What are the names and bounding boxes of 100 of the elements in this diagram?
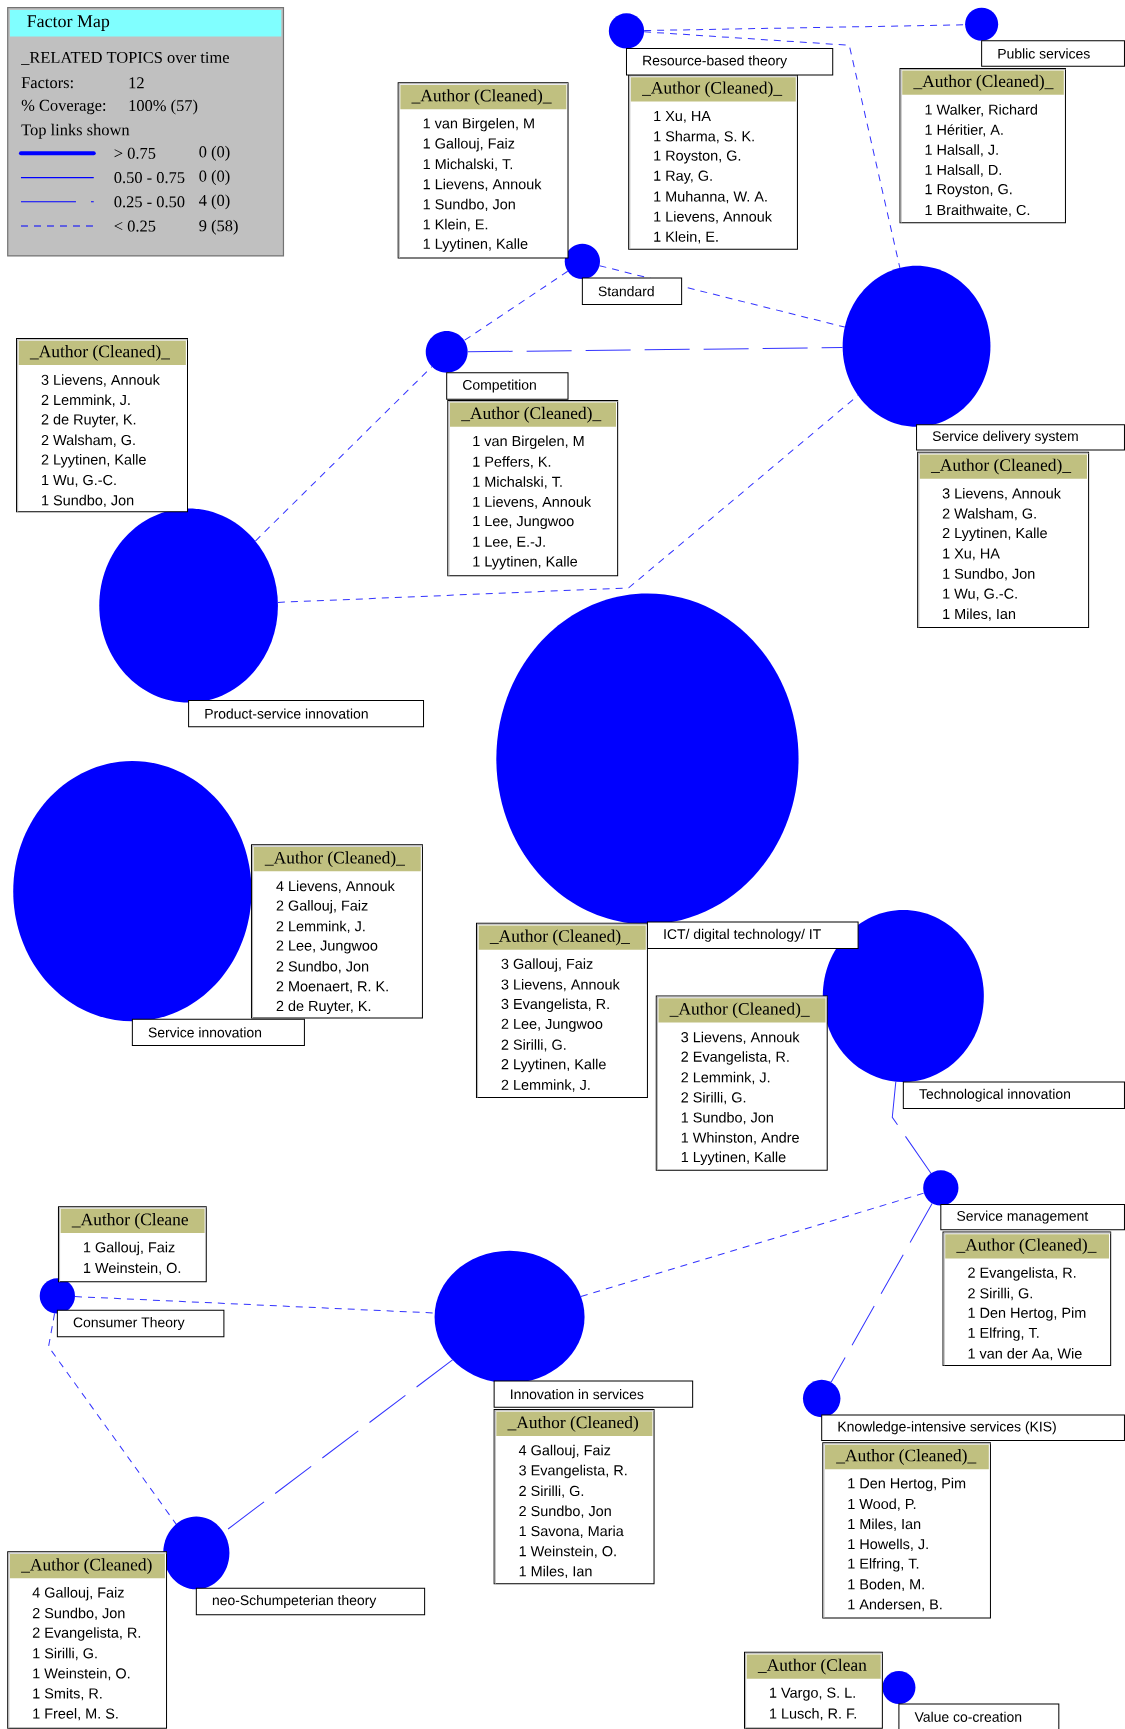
author-entry: 1 Miles, Ian bbox=[848, 1518, 921, 1531]
author-entry: 1 Gallouj, Faiz bbox=[84, 1241, 175, 1256]
author-entry: 1 van der Aa, Wie bbox=[968, 1348, 1082, 1361]
table-heading: _Author (Cleaned) bbox=[9, 1554, 165, 1579]
connector-line bbox=[580, 1192, 925, 1297]
author-table bbox=[397, 82, 569, 259]
author-entry: 1 Royston, G. bbox=[654, 150, 741, 164]
connector-line bbox=[643, 24, 966, 32]
author-entry: 1 Freel, M. S. bbox=[33, 1708, 118, 1721]
author-entry: 1 Royston, G. bbox=[925, 184, 1012, 198]
topic-label: Value co-creation bbox=[898, 1703, 1060, 1729]
author-entry: 1 Weinstein, O. bbox=[84, 1262, 181, 1275]
author-entry: 1 van Birgelen, M bbox=[423, 117, 534, 132]
legend-value: 9 (58) bbox=[199, 219, 238, 235]
topic-circle bbox=[802, 1379, 841, 1418]
connector-line bbox=[891, 1081, 932, 1174]
author-entry: 1 Peffers, K. bbox=[473, 456, 551, 469]
connector-line bbox=[643, 31, 901, 269]
author-entry: 4 Lievens, Annouk bbox=[276, 880, 395, 893]
author-entry: 1 Sundbo, Jon bbox=[423, 198, 515, 212]
topic-circle bbox=[564, 243, 600, 280]
author-entry: 1 Michalski, T. bbox=[473, 476, 562, 489]
topic-label: Competition bbox=[446, 372, 569, 400]
author-entry: 1 Muhanna, W. A. bbox=[654, 191, 767, 204]
author-entry: 2 Sirilli, G. bbox=[681, 1091, 746, 1105]
topic-label: Public services bbox=[981, 40, 1125, 67]
author-entry: 2 Sundbo, Jon bbox=[276, 960, 369, 974]
author-entry: 1 Lyytinen, Kalle bbox=[681, 1151, 786, 1166]
author-entry: 2 Lemmink, J. bbox=[501, 1079, 590, 1092]
author-entry: 2 Sundbo, Jon bbox=[32, 1607, 125, 1620]
topic-label: Service management bbox=[940, 1203, 1125, 1231]
topic-label: Product-service innovation bbox=[188, 699, 425, 728]
author-entry: 1 Vargo, S. L. bbox=[770, 1687, 855, 1701]
author-entry: 1 Andersen, B. bbox=[848, 1598, 942, 1612]
author-entry: 1 Lievens, Annouk bbox=[473, 496, 592, 509]
author-entry: 1 van Birgelen, M bbox=[473, 435, 584, 449]
author-entry: 1 Den Hertog, Pim bbox=[848, 1477, 966, 1492]
author-entry: 1 Braithwaite, C. bbox=[925, 204, 1030, 217]
legend-value: 4 (0) bbox=[199, 194, 230, 210]
author-entry: 2 Lyytinen, Kalle bbox=[942, 527, 1047, 541]
legend-text: % Coverage: bbox=[21, 99, 106, 115]
legend-heading: _RELATED TOPICS over time bbox=[21, 51, 229, 65]
topic-label: Technological innovation bbox=[902, 1081, 1125, 1109]
author-entry: 1 Klein, E. bbox=[654, 231, 718, 244]
connector-line bbox=[48, 1312, 177, 1525]
author-entry: 1 Halsall, D. bbox=[925, 164, 1001, 177]
legend-text: > 0.75 bbox=[114, 147, 156, 159]
author-entry: 1 Xu, HA bbox=[943, 548, 1000, 561]
author-entry: 1 Smits, R. bbox=[33, 1688, 102, 1701]
author-entry: 3 Evangelista, R. bbox=[519, 1464, 627, 1479]
author-entry: 1 Ray, G. bbox=[654, 170, 712, 184]
table-heading: _Author (Cleaned)_ bbox=[825, 1444, 989, 1470]
topic-label: Resource-based theory bbox=[626, 48, 834, 76]
topic-circle bbox=[965, 7, 999, 41]
table-heading: _Author (Cleaned)_ bbox=[919, 454, 1087, 479]
author-entry: 1 Lee, Jungwoo bbox=[473, 516, 574, 530]
legend-text: < 0.25 bbox=[114, 220, 156, 232]
author-entry: 2 Lee, Jungwoo bbox=[501, 1018, 603, 1032]
author-entry: 2 Evangelista, R. bbox=[681, 1051, 789, 1065]
author-entry: 1 Lee, E.-J. bbox=[473, 536, 545, 549]
topic-label: Service innovation bbox=[131, 1018, 305, 1047]
author-entry: 4 Gallouj, Faiz bbox=[32, 1587, 124, 1601]
topic-label: Knowledge-intensive services (KIS) bbox=[821, 1414, 1125, 1441]
author-entry: 2 de Ruyter, K. bbox=[41, 413, 136, 428]
topic-circle bbox=[608, 13, 645, 49]
topic-circle bbox=[923, 1170, 959, 1206]
author-entry: 1 Lyytinen, Kalle bbox=[473, 556, 578, 570]
author-entry: 1 Lusch, R. F. bbox=[770, 1708, 856, 1721]
author-entry: 2 Evangelista, R. bbox=[32, 1627, 141, 1641]
author-entry: 3 Lievens, Annouk bbox=[681, 1031, 800, 1045]
legend-value: 0 (0) bbox=[199, 145, 230, 161]
title-bar: Factor Map bbox=[9, 9, 282, 37]
author-table bbox=[655, 995, 828, 1171]
topic-circle bbox=[822, 909, 984, 1082]
author-entry: 1 Howells, J. bbox=[848, 1538, 928, 1551]
author-entry: 1 Lyytinen, Kalle bbox=[423, 238, 528, 252]
topic-circle bbox=[434, 1250, 585, 1384]
author-entry: 1 Weinstein, O. bbox=[519, 1545, 616, 1558]
author-entry: 1 Sirilli, G. bbox=[33, 1647, 97, 1661]
topic-label: Consumer Theory bbox=[56, 1309, 225, 1338]
author-entry: 1 Miles, Ian bbox=[943, 608, 1016, 621]
author-entry: 2 de Ruyter, K. bbox=[276, 1000, 371, 1014]
author-table bbox=[475, 922, 648, 1098]
author-entry: 1 Halsall, J. bbox=[925, 144, 998, 157]
table-heading: _Author (Cleaned) bbox=[496, 1411, 653, 1437]
author-entry: 2 Sundbo, Jon bbox=[519, 1505, 611, 1518]
author-entry: 3 Lievens, Annouk bbox=[501, 979, 620, 992]
topic-circle bbox=[882, 1670, 916, 1705]
author-entry: 1 Wu, G.-C. bbox=[42, 474, 116, 487]
topic-circle bbox=[99, 508, 278, 703]
table-heading: _Author (Cleane bbox=[60, 1208, 205, 1234]
author-entry: 1 Sundbo, Jon bbox=[943, 568, 1035, 581]
author-entry: 2 Lemmink, J. bbox=[41, 394, 130, 407]
legend-text: 0.25 - 0.50 bbox=[114, 196, 185, 208]
author-entry: 1 Xu, HA bbox=[654, 111, 711, 123]
table-heading: _Author (Cleaned)_ bbox=[902, 70, 1064, 95]
topic-label: ICT/ digital technology/ IT bbox=[646, 921, 859, 950]
author-entry: 1 Boden, M. bbox=[848, 1578, 924, 1592]
legend-value: 100% (57) bbox=[129, 99, 198, 115]
author-entry: 2 Lemmink, J. bbox=[276, 920, 365, 934]
